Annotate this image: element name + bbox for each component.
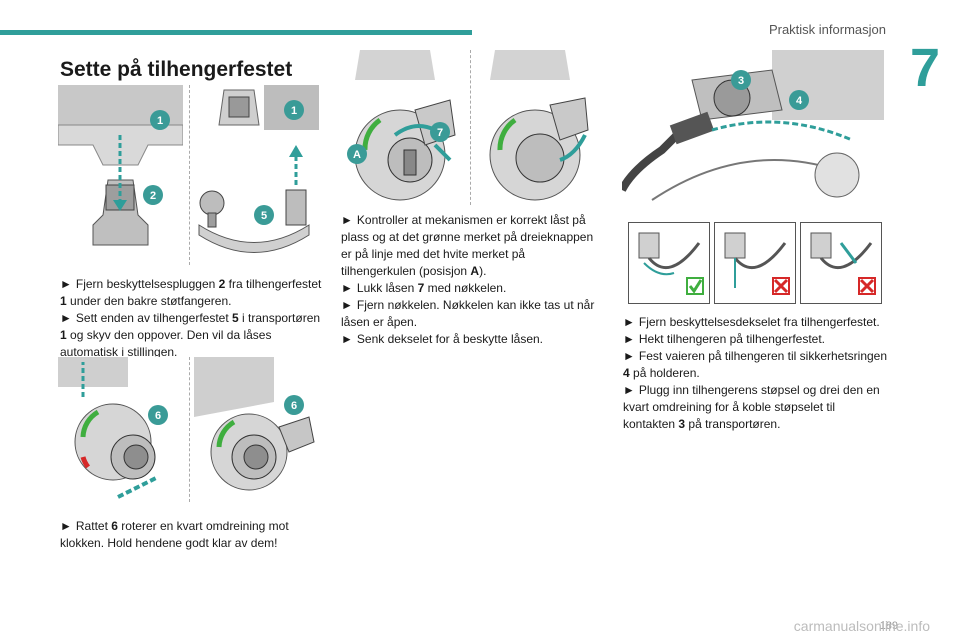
figure-callout: 6 xyxy=(291,400,297,412)
watermark: carmanualsonline.info xyxy=(793,618,930,634)
figure-callout: 6 xyxy=(155,410,161,422)
figure-callout: 1 xyxy=(291,105,297,117)
page-number: 189 xyxy=(879,620,898,632)
cross-icon xyxy=(859,278,875,294)
col3-instructions: ►Fjern beskyttelsesdekselet fra tilhenge… xyxy=(623,314,888,433)
figure-cable-correct xyxy=(628,222,710,304)
instruction-item: ►Plugg inn tilhengerens støpsel og drei … xyxy=(623,383,880,431)
instruction-item: ►Kontroller at mekanismen er korrekt lås… xyxy=(341,213,594,278)
figure-cable-wrong-2 xyxy=(800,222,882,304)
figure-callout: 4 xyxy=(796,95,803,107)
figure-divider xyxy=(189,85,191,265)
figure-callout: 1 xyxy=(157,115,163,127)
instruction-item: ►Lukk låsen 7 med nøkkelen. xyxy=(341,281,507,295)
figure-cable-wrong-1 xyxy=(714,222,796,304)
figure-callout: 3 xyxy=(738,75,744,87)
cross-icon xyxy=(773,278,789,294)
instruction-item: ►Hekt tilhengeren på tilhengerfestet. xyxy=(623,332,826,346)
check-icon xyxy=(688,279,703,294)
figure-divider xyxy=(470,50,472,205)
figure-divider xyxy=(189,357,191,502)
header-accent-bar xyxy=(0,30,472,35)
figure-callout: 7 xyxy=(437,127,443,139)
instruction-item: ►Fjern nøkkelen. Nøkkelen kan ikke tas u… xyxy=(341,298,595,329)
col2-instructions: ►Kontroller at mekanismen er korrekt lås… xyxy=(341,212,603,348)
instruction-item: ►Fjern beskyttelsesdekselet fra tilhenge… xyxy=(623,315,880,329)
figure-lower-cover xyxy=(475,50,600,205)
page-title: Sette på tilhengerfestet xyxy=(60,58,293,81)
col1-instructions-1: ►Fjern beskyttelsespluggen 2 fra tilheng… xyxy=(60,276,322,361)
instruction-item: ►Senk dekselet for å beskytte låsen. xyxy=(341,332,543,346)
instruction-item: ►Sett enden av tilhengerfestet 5 i trans… xyxy=(60,311,321,359)
figure-lock-key: 7 A xyxy=(340,50,465,205)
section-header: Praktisk informasjon xyxy=(768,22,886,37)
col1-instructions-2: ►Rattet 6 roterer en kvart omdreining mo… xyxy=(60,518,322,552)
figure-insert-towbar: 1 5 xyxy=(194,85,319,265)
figure-callout: 2 xyxy=(150,190,156,202)
figure-knob-locked: 6 xyxy=(194,357,319,502)
chapter-number: 7 xyxy=(890,38,960,98)
figure-rotate-knob: 6 xyxy=(58,357,183,502)
instruction-item: ►Rattet 6 roterer en kvart omdreining mo… xyxy=(60,519,289,550)
figure-remove-plug: 1 2 xyxy=(58,85,183,265)
instruction-item: ►Fest vaieren på tilhengeren til sikkerh… xyxy=(623,349,888,380)
instruction-item: ►Fjern beskyttelsespluggen 2 fra tilheng… xyxy=(60,277,322,308)
figure-callout: 5 xyxy=(261,210,267,222)
figure-connect-plug: 3 4 xyxy=(622,50,884,210)
figure-callout: A xyxy=(353,149,361,161)
